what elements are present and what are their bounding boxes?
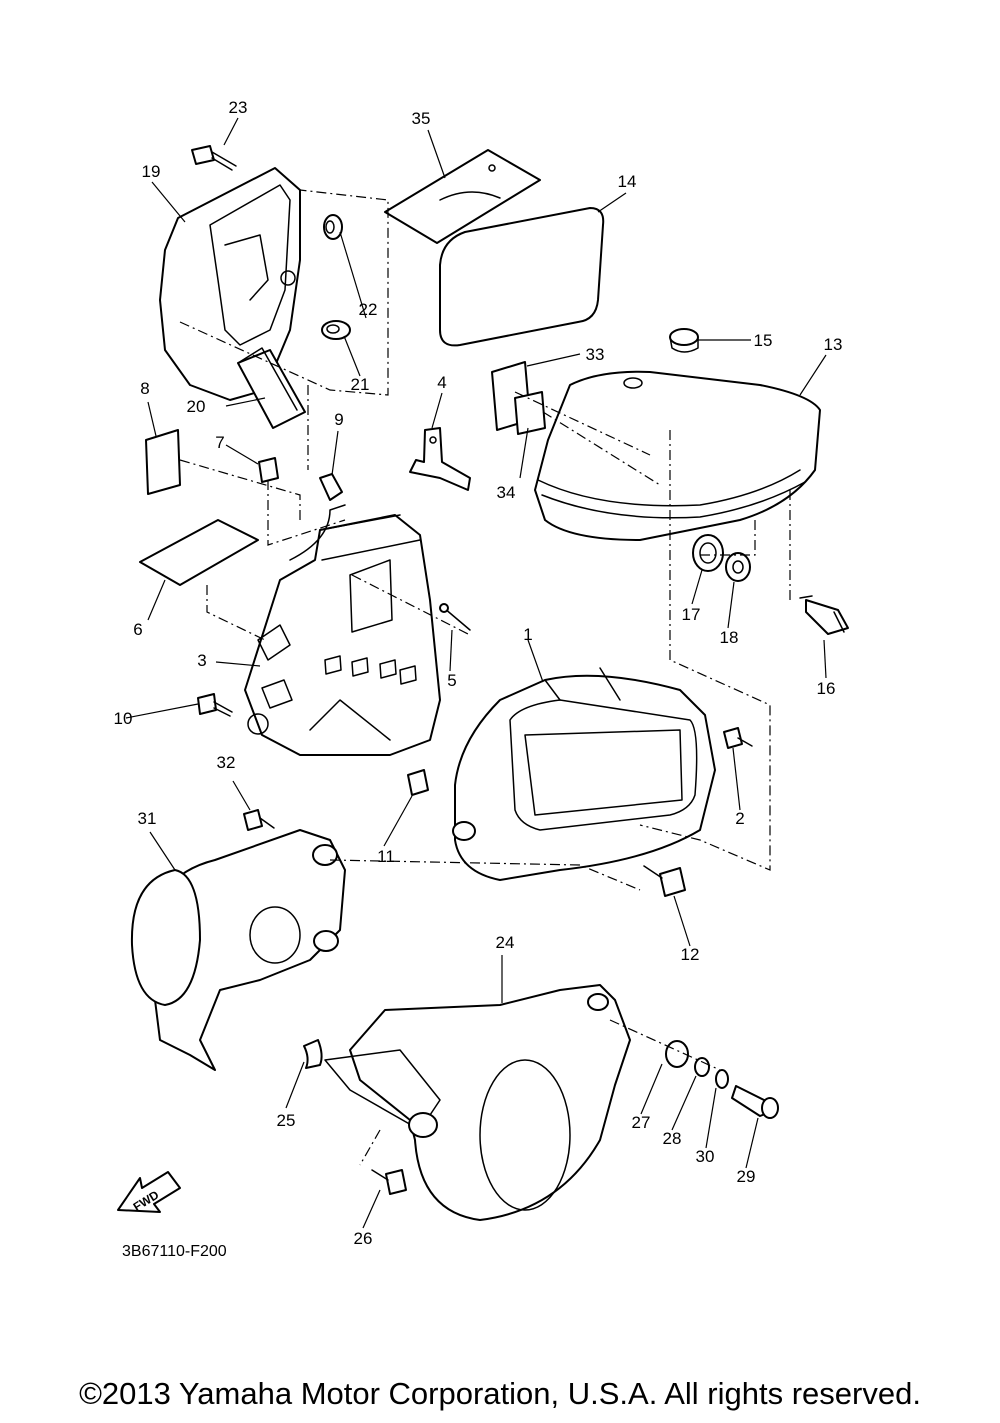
callout-20: 20 — [187, 397, 206, 416]
part-23-bolt — [191, 145, 237, 171]
part-3-battery-box — [244, 504, 441, 756]
callout-35: 35 — [412, 109, 431, 128]
callout-22: 22 — [359, 300, 378, 319]
callout-16: 16 — [817, 679, 836, 698]
callout-9: 9 — [334, 410, 343, 429]
part-15-cap — [669, 328, 699, 353]
leader-lines — [125, 117, 827, 1229]
callout-10: 10 — [114, 709, 133, 728]
part-29-bolt — [731, 1085, 779, 1119]
part-32-bolt — [243, 809, 275, 831]
part-7-block — [258, 457, 279, 483]
callout-27: 27 — [632, 1113, 651, 1132]
part-8-pad — [145, 429, 181, 495]
callout-5: 5 — [447, 671, 456, 690]
part-2-bolt — [723, 727, 753, 749]
part-18-collar — [725, 552, 751, 582]
diagram-reference-code: 3B67110-F200 — [122, 1243, 227, 1260]
callout-13: 13 — [824, 335, 843, 354]
callout-23: 23 — [229, 98, 248, 117]
part-12-bolt — [643, 865, 686, 897]
callout-34: 34 — [497, 483, 516, 502]
callout-31: 31 — [138, 809, 157, 828]
callout-8: 8 — [140, 379, 149, 398]
callout-32: 32 — [217, 753, 236, 772]
callout-17: 17 — [682, 605, 701, 624]
part-9-clip — [319, 473, 343, 501]
callout-2: 2 — [735, 809, 744, 828]
part-28-collar — [694, 1057, 710, 1077]
callout-labels: 23 19 35 14 15 13 33 34 22 21 20 8 7 9 4… — [114, 98, 843, 1248]
part-25-clip — [303, 1039, 323, 1069]
part-20-damper-block — [237, 347, 306, 429]
part-19-side-cover — [159, 167, 301, 401]
assembly-lines — [179, 189, 791, 1166]
part-30-washer — [715, 1069, 729, 1089]
part-10-bolt — [197, 693, 233, 717]
part-22-grommet — [323, 214, 343, 240]
part-14-side-panel — [439, 207, 605, 347]
callout-28: 28 — [663, 1129, 682, 1148]
part-26-bolt — [371, 1169, 407, 1195]
callout-14: 14 — [618, 172, 637, 191]
part-1-airbox-cover — [452, 667, 716, 881]
part-17-grommet — [692, 534, 724, 572]
callout-12: 12 — [681, 945, 700, 964]
callout-30: 30 — [696, 1147, 715, 1166]
callout-3: 3 — [197, 651, 206, 670]
part-13-tank-cover — [534, 370, 821, 541]
callout-26: 26 — [354, 1229, 373, 1248]
part-4-bracket — [409, 427, 471, 491]
part-11-clip — [407, 769, 429, 796]
callout-24: 24 — [496, 933, 515, 952]
callout-1: 1 — [523, 625, 532, 644]
callout-15: 15 — [754, 331, 773, 350]
callout-7: 7 — [215, 433, 224, 452]
part-16-fitting — [799, 595, 849, 635]
callout-29: 29 — [737, 1167, 756, 1186]
part-31-sprocket-cover — [130, 829, 346, 1071]
fwd-arrow-icon: FWD — [117, 1171, 181, 1214]
callout-6: 6 — [133, 620, 142, 639]
part-6-pad — [139, 519, 259, 586]
part-21-grommet — [321, 320, 351, 340]
callout-33: 33 — [586, 345, 605, 364]
callout-21: 21 — [351, 375, 370, 394]
callout-11: 11 — [377, 847, 395, 866]
callout-4: 4 — [437, 373, 446, 392]
callout-18: 18 — [720, 628, 739, 647]
callout-25: 25 — [277, 1111, 296, 1130]
copyright-notice: ©2013 Yamaha Motor Corporation, U.S.A. A… — [79, 1376, 921, 1411]
callout-19: 19 — [142, 162, 161, 181]
part-34-pad — [514, 391, 546, 435]
part-5-pin — [439, 603, 471, 631]
part-24-crankcase-cover — [324, 984, 631, 1221]
part-35-pad — [384, 149, 541, 244]
